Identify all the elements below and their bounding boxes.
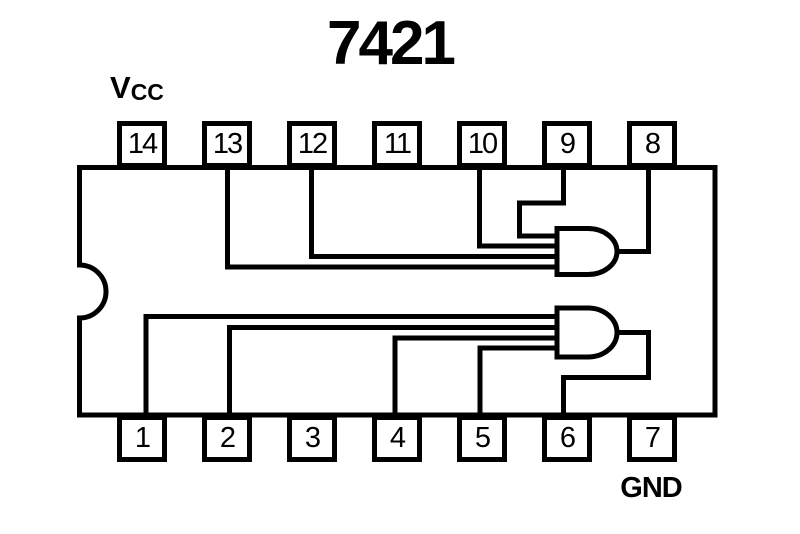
pin-box-6: 6 [542, 415, 592, 462]
wire-pin1-to-gate1 [143, 314, 557, 415]
pin-box-14: 14 [117, 121, 167, 168]
wire-gate2-to-pin8 [614, 168, 651, 254]
pin-box-4: 4 [372, 415, 422, 462]
wire-pin4-to-gate1 [392, 335, 557, 415]
pin-box-3: 3 [287, 415, 337, 462]
pin-box-13: 13 [202, 121, 252, 168]
wire-pin10-to-gate2 [477, 168, 557, 249]
pin-box-5: 5 [457, 415, 507, 462]
vcc-label-sub: CC [130, 79, 164, 105]
wire-pin12-to-gate2 [309, 168, 557, 259]
chip-title: 7421 [327, 9, 456, 78]
pin-box-2: 2 [202, 415, 252, 462]
wire-pin2-to-gate1 [227, 325, 557, 415]
wire-pin9-to-gate2 [517, 168, 566, 239]
pin-box-9: 9 [542, 121, 592, 168]
wire-gate1-to-pin6 [561, 330, 651, 415]
wire-pin13-to-gate2 [225, 168, 557, 270]
wire-pin5-to-gate1 [477, 345, 557, 415]
pin-box-7: 7 [627, 415, 677, 462]
pin-box-10: 10 [457, 121, 507, 168]
and-gate-1-symbol [554, 305, 620, 360]
pin-box-12: 12 [287, 121, 337, 168]
and-gate-2-symbol [554, 226, 620, 277]
pin-box-8: 8 [627, 121, 677, 168]
gnd-label: GND [620, 472, 682, 504]
pin-box-11: 11 [372, 121, 422, 168]
vcc-label-main: V [110, 70, 131, 105]
pin-box-1: 1 [117, 415, 167, 462]
